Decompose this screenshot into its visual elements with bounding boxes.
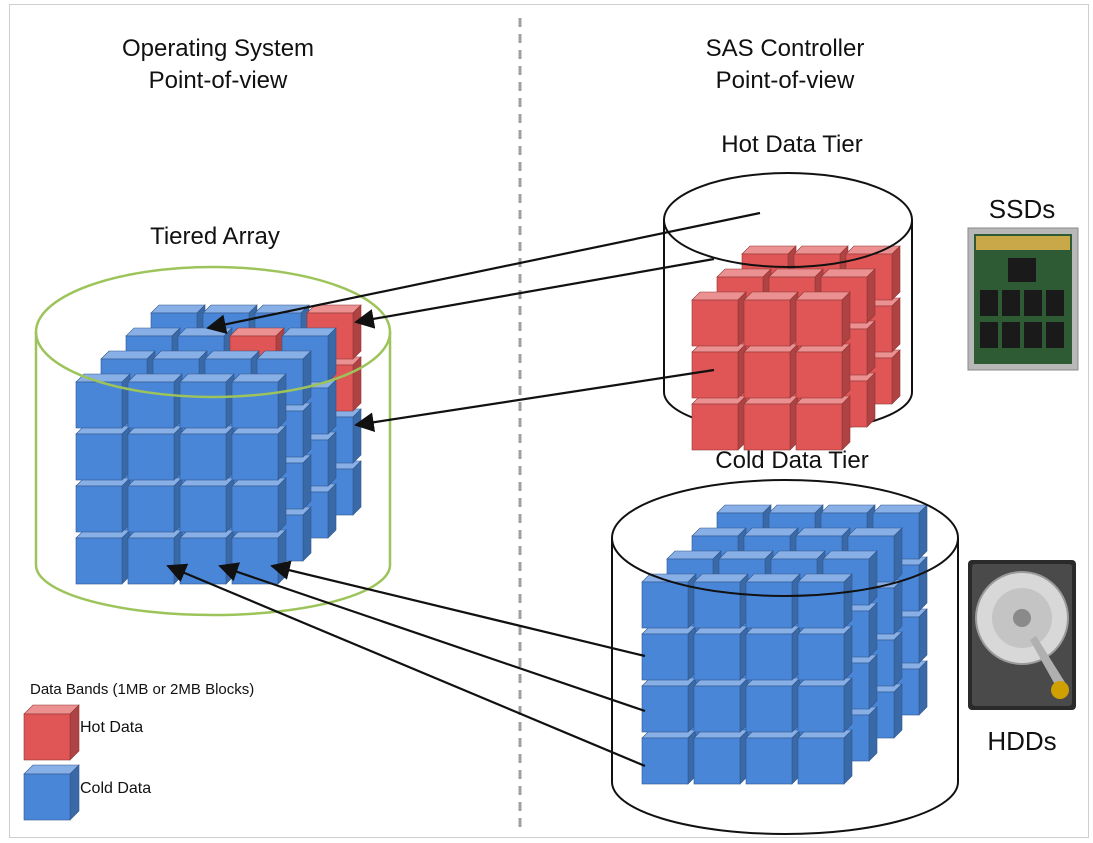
cold-block (693, 625, 749, 681)
cold-block (641, 573, 697, 629)
hot-block (795, 291, 851, 347)
tiered-block (127, 477, 183, 533)
tiered-block (179, 477, 235, 533)
right-title-line2: Point-of-view (716, 67, 855, 94)
arrow-hot-2 (354, 257, 715, 329)
legend-title: Data Bands (1MB or 2MB Blocks) (30, 681, 254, 698)
legend-hot-swatch (23, 704, 80, 761)
tiered-block (127, 425, 183, 481)
ssd-image (967, 227, 1079, 371)
tiered-block (75, 529, 131, 585)
cold-block (797, 677, 853, 733)
hdd-image (968, 560, 1076, 710)
cold-block (693, 677, 749, 733)
tiered-block (179, 425, 235, 481)
hot-block (795, 343, 851, 399)
hot-block (795, 395, 851, 451)
cold-tier-blocks (641, 504, 928, 785)
cold-block (745, 573, 801, 629)
cold-block (745, 625, 801, 681)
legend-hot-block (23, 704, 80, 761)
legend-hot-label: Hot Data (80, 719, 143, 736)
tiered-block (231, 477, 287, 533)
cold-block (693, 729, 749, 785)
cold-block (797, 573, 853, 629)
hot-block (691, 395, 747, 451)
arrow-cold-3 (166, 563, 646, 768)
tiered-block (127, 373, 183, 429)
tiered-block (75, 477, 131, 533)
hot-tier-blocks (691, 245, 901, 451)
arrow-hot-1 (206, 211, 761, 335)
cold-block (797, 729, 853, 785)
hot-tier-cylinder (663, 172, 913, 451)
cold-block (641, 625, 697, 681)
right-title-line1: SAS Controller (706, 35, 865, 62)
hot-block (691, 291, 747, 347)
hot-tier-label: Hot Data Tier (721, 131, 862, 158)
hot-block (691, 343, 747, 399)
cold-tier-cylinder (611, 479, 959, 835)
arrows (166, 211, 761, 768)
tiered-array-blocks (75, 304, 362, 585)
cold-block (693, 573, 749, 629)
tiered-block (75, 373, 131, 429)
tiered-block (75, 425, 131, 481)
left-title-line1: Operating System (122, 35, 314, 62)
tiered-block (231, 373, 287, 429)
hot-block (743, 395, 799, 451)
cold-block (641, 729, 697, 785)
arrow-cold-1 (270, 560, 646, 658)
cold-block (745, 729, 801, 785)
legend-cold-block (23, 764, 80, 821)
tiered-block (231, 425, 287, 481)
legend-cold-swatch (23, 764, 80, 821)
cold-tier-label: Cold Data Tier (715, 447, 868, 474)
hdd-label: HDDs (987, 726, 1056, 756)
diagram-frame (9, 4, 1089, 838)
legend-cold-label: Cold Data (80, 780, 151, 797)
tiered-array-label: Tiered Array (150, 223, 280, 250)
cold-block (745, 677, 801, 733)
tiered-block (231, 529, 287, 585)
tiered-block (179, 529, 235, 585)
arrow-hot-3 (354, 368, 715, 433)
hot-block (743, 291, 799, 347)
tiered-array-cylinder (34, 265, 392, 617)
hot-block (743, 343, 799, 399)
cold-block (641, 677, 697, 733)
left-title-line2: Point-of-view (149, 67, 288, 94)
arrow-cold-2 (218, 562, 646, 713)
ssd-label: SSDs (989, 194, 1055, 224)
cold-block (797, 625, 853, 681)
tiered-block (179, 373, 235, 429)
tiered-block (127, 529, 183, 585)
